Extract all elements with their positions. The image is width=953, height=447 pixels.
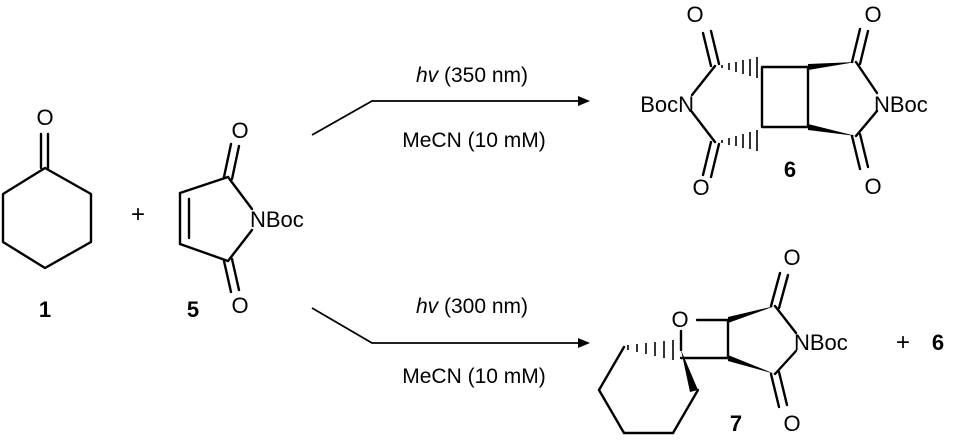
left-bottom-carbonyl-b — [709, 142, 721, 179]
bottom-solvent-condition: MeCN (10 mM) — [402, 365, 546, 388]
dimer-oxygen-top-right: O — [864, 2, 881, 27]
byproduct-6-label: 6 — [932, 330, 944, 355]
reaction-arrow-top: hv (350 nm) MeCN (10 mM) — [311, 64, 590, 152]
wedge-bond-oxetane-bottom — [728, 355, 775, 374]
compound-6-cyclobutane-dimer: O O O O BocN NBoc 6 — [640, 2, 928, 200]
right-imide-c-n-top — [854, 60, 879, 95]
wedge-bond-bottom-right — [808, 124, 856, 136]
reaction-arrow-bottom: hv (300 nm) MeCN (10 mM) — [311, 295, 590, 388]
bottom-carbonyl-b — [230, 257, 241, 292]
compound-6-label: 6 — [784, 157, 796, 182]
left-imide-n-c-top — [690, 64, 717, 97]
bottom-carbonyl-a — [222, 259, 233, 294]
compound-5-nboc-maleimide: O O NBoc 5 — [178, 118, 304, 322]
compound-1-cyclohexanone: O 1 — [1, 105, 93, 322]
hashed-bond-bottom-left — [721, 130, 758, 151]
compound-1-label: 1 — [39, 297, 51, 322]
dimer-oxygen-bottom-left: O — [692, 175, 709, 200]
arrow-top-line — [311, 100, 578, 136]
plus-sign-product: + — [896, 329, 910, 356]
cyclohexane-bond-1 — [597, 345, 626, 392]
dimer-nboc-label: NBoc — [874, 92, 928, 117]
cyclohexane-bond-2 — [597, 388, 626, 435]
compound-7-spiro-oxetane: O O O NBoc 7 — [597, 245, 848, 436]
left-bottom-carbonyl-a — [701, 140, 713, 177]
spiro-oxygen-bottom: O — [783, 411, 800, 436]
maleimide-nboc-label: NBoc — [250, 207, 304, 232]
dimer-oxygen-top-left: O — [686, 2, 703, 27]
wedge-bond-spiro — [681, 350, 698, 392]
top-carbonyl-a — [222, 142, 233, 179]
dimer-oxygen-bottom-right: O — [864, 174, 881, 199]
wedge-bond-oxetane-top — [728, 306, 775, 323]
hashed-bond-spiro — [627, 340, 674, 360]
maleimide-c-n-top — [226, 175, 254, 211]
plus-sign: + — [131, 201, 145, 228]
top-carbonyl-b — [230, 144, 241, 181]
right-bottom-carbonyl-a — [850, 134, 862, 171]
hashed-bond-top-left — [721, 57, 758, 78]
spiro-bottom-carbonyl-b — [777, 370, 789, 407]
top-wavelength: (350 nm) — [438, 64, 528, 87]
wedge-bond-top-right — [808, 62, 856, 70]
bottom-light-condition: hv (300 nm) — [416, 295, 528, 318]
arrow-top-head — [578, 96, 590, 106]
right-top-carbonyl-a — [850, 27, 862, 64]
spiro-oxygen-top: O — [783, 245, 800, 270]
spiro-top-carbonyl-a — [769, 271, 782, 308]
maleimide-bond-bottom — [178, 242, 230, 263]
oxetane-oxygen-label: O — [671, 307, 688, 332]
arrow-bottom-line — [311, 307, 578, 344]
spiro-bottom-carbonyl-a — [769, 372, 781, 409]
arrow-bottom-head — [578, 338, 590, 348]
compound-7-label: 7 — [730, 411, 742, 436]
cyclohexanone-oxygen-label: O — [36, 105, 53, 130]
spiro-nboc-label: NBoc — [794, 330, 848, 355]
left-top-carbonyl-a — [701, 31, 713, 68]
compound-5-label: 5 — [187, 297, 199, 322]
top-light-symbol: hv — [416, 64, 440, 87]
spiro-top-carbonyl-b — [777, 273, 790, 310]
cyclohexane-bond-4 — [671, 388, 700, 435]
maleimide-bond-top — [178, 175, 230, 195]
cyclobutane-ring — [760, 65, 810, 129]
right-top-carbonyl-b — [858, 29, 870, 66]
bottom-wavelength: (300 nm) — [438, 295, 528, 318]
spiro-imide-c-n-bottom — [773, 349, 798, 376]
left-top-carbonyl-b — [709, 29, 721, 66]
bottom-light-symbol: hv — [416, 295, 440, 318]
top-solvent-condition: MeCN (10 mM) — [402, 129, 546, 152]
dimer-bocn-label: BocN — [640, 92, 694, 117]
right-imide-c-n-bottom — [854, 109, 879, 138]
maleimide-top-oxygen: O — [231, 118, 248, 143]
maleimide-bottom-oxygen: O — [231, 293, 248, 318]
left-imide-n-c-bottom — [690, 110, 717, 144]
maleimide-c-n-bottom — [226, 228, 254, 263]
spiro-imide-c-n-top — [773, 304, 798, 335]
cyclohexane-ring — [1, 166, 93, 270]
top-light-condition: hv (350 nm) — [416, 64, 528, 87]
right-bottom-carbonyl-b — [858, 132, 870, 169]
